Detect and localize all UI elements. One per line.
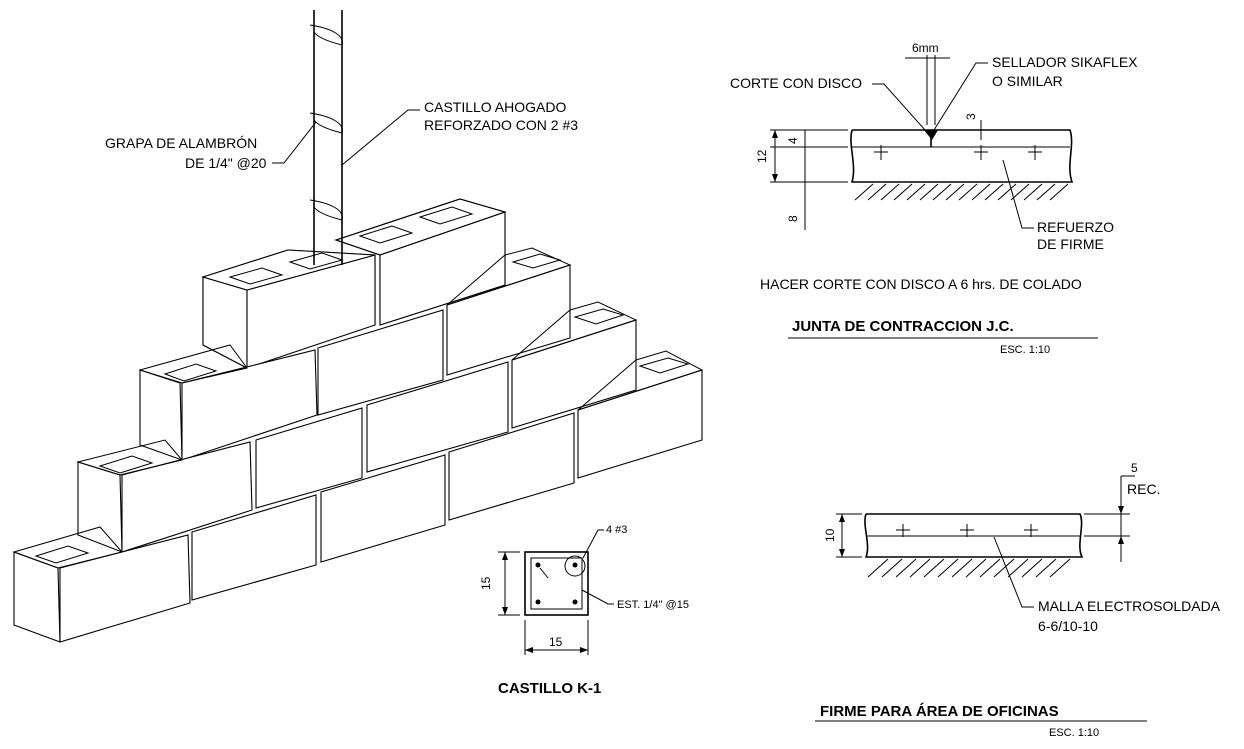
castillo-label-line1: CASTILLO AHOGADO	[424, 99, 566, 115]
grapa-leader	[272, 121, 317, 164]
junta-corte-label: CORTE CON DISCO	[730, 75, 862, 91]
firme-oficinas-detail: 5 REC. 10 MALLA ELECTROSOLDADA 6-6/10-10…	[815, 461, 1221, 739]
k1-rebar-label: 4 #3	[606, 524, 627, 536]
junta-refuerzo-line2: DE FIRME	[1037, 236, 1104, 252]
firme-dim-10: 10	[823, 528, 837, 542]
k1-title: CASTILLO K-1	[498, 680, 601, 697]
junta-refuerzo-line1: REFUERZO	[1037, 219, 1114, 235]
left-labels: CASTILLO AHOGADO REFORZADO CON 2 #3 GRAP…	[105, 99, 578, 171]
castillo-rebar-cage	[309, 10, 343, 265]
castillo-k1-section: 4 #3 EST. 1/4" @15 15 15 CASTILLO K-1	[479, 524, 689, 697]
firme-malla-line1: MALLA ELECTROSOLDADA	[1038, 598, 1221, 614]
firme-scale: ESC. 1:10	[1049, 727, 1099, 739]
firme-rebars	[896, 524, 1038, 537]
junta-sellador-line1: SELLADOR SIKAFLEX	[992, 54, 1138, 70]
junta-dim-gap: 6mm	[912, 41, 939, 55]
k1-dim-width: 15	[549, 635, 563, 649]
junta-ground-hatch	[852, 181, 1072, 201]
junta-contraccion-detail: 6mm CORTE CON DISCO SELLADOR SIKAFLEX O …	[730, 41, 1138, 356]
firme-malla-line2: 6-6/10-10	[1038, 618, 1098, 634]
junta-rebars	[874, 145, 1042, 160]
grapa-label-line2: DE 1/4" @20	[185, 155, 267, 171]
junta-note: HACER CORTE CON DISCO A 6 hrs. DE COLADO	[760, 276, 1082, 292]
junta-sellador-line2: O SIMILAR	[992, 73, 1063, 89]
junta-dim-12: 12	[755, 149, 769, 163]
junta-dim-depth: 3	[964, 113, 978, 120]
firme-ground-hatch	[866, 556, 1082, 578]
firme-title: FIRME PARA ÁREA DE OFICINAS	[820, 703, 1059, 720]
k1-dim-height: 15	[479, 576, 493, 590]
castillo-label-line2: REFORZADO CON 2 #3	[424, 117, 578, 133]
junta-title: JUNTA DE CONTRACCION J.C.	[792, 318, 1014, 335]
grapa-label-line1: GRAPA DE ALAMBRÓN	[105, 135, 257, 151]
castillo-leader	[341, 109, 420, 166]
junta-dim-8: 8	[786, 215, 800, 222]
firme-rec-label: REC.	[1127, 481, 1160, 497]
junta-scale: ESC. 1:10	[1000, 344, 1050, 356]
block-top-right	[334, 198, 507, 326]
block-top-left	[201, 249, 376, 369]
block-wall-isometric	[12, 198, 704, 643]
junta-dim-4: 4	[786, 137, 800, 144]
k1-stirrup-label: EST. 1/4" @15	[617, 599, 689, 611]
firme-dim-5: 5	[1131, 461, 1138, 475]
